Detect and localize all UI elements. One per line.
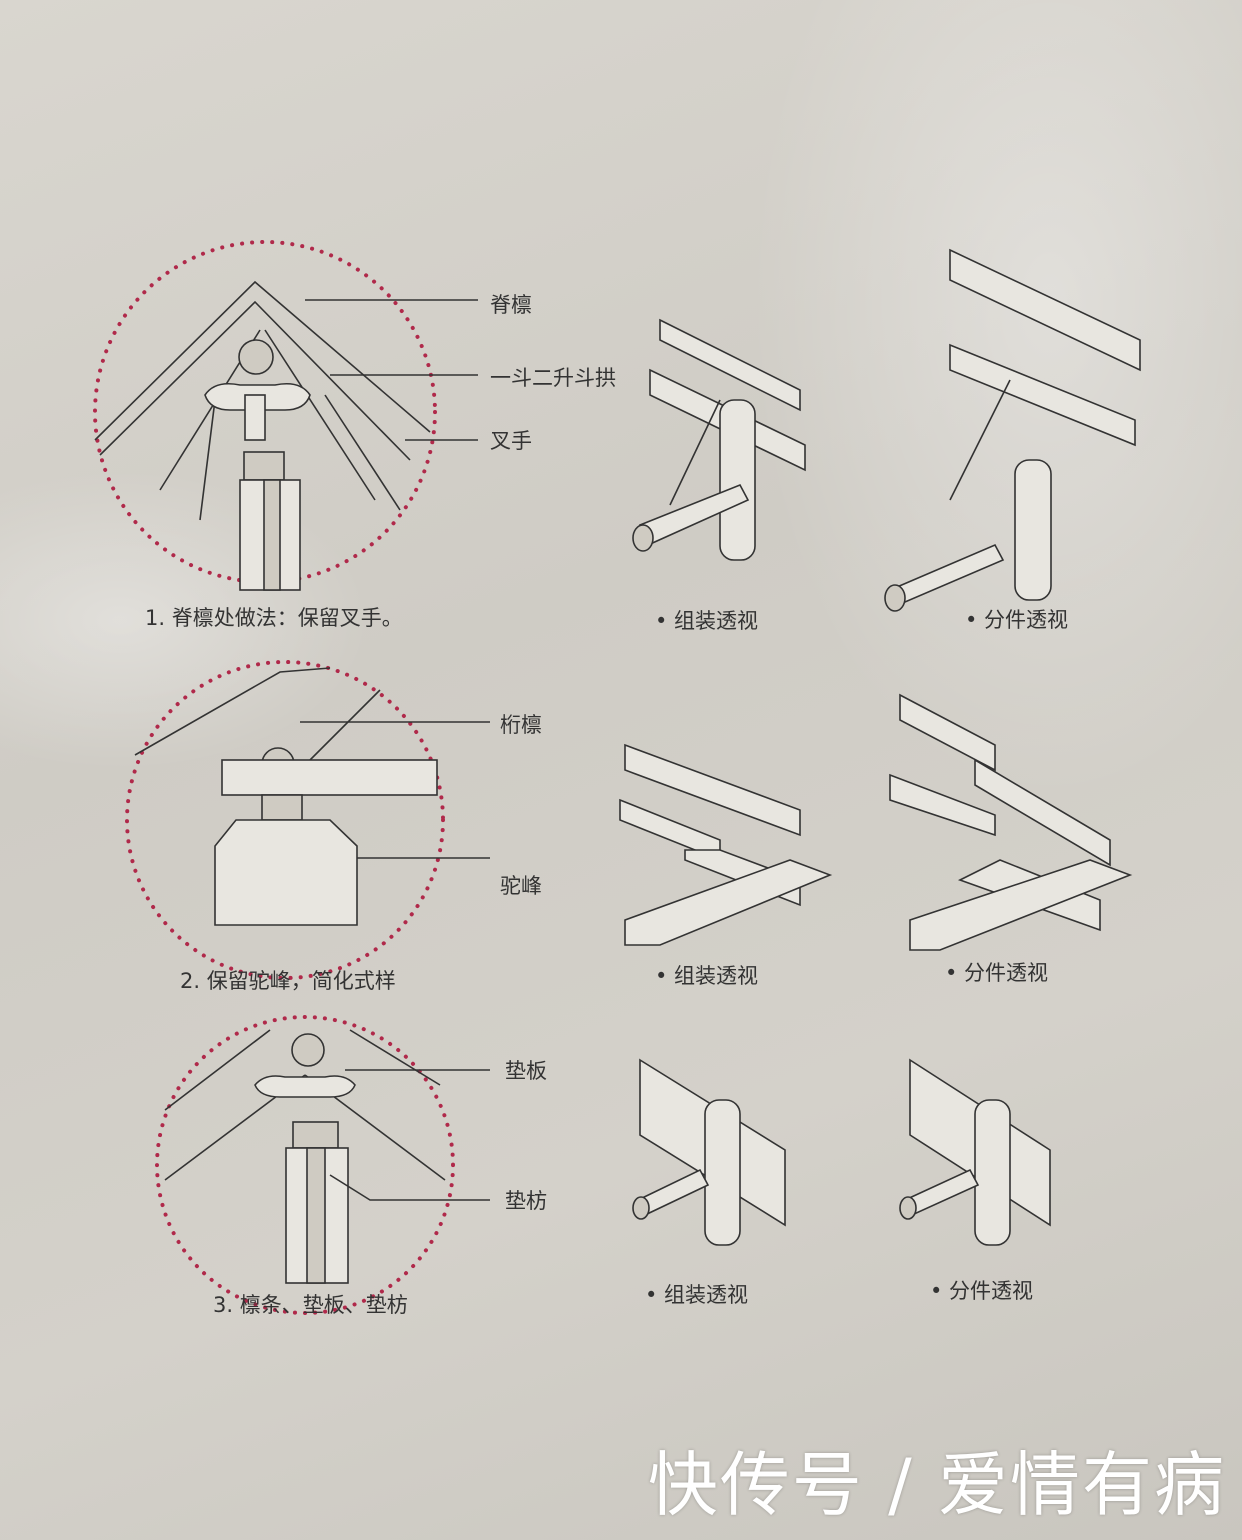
assembled-view-3: • 组装透视 [632,1058,786,1307]
label-bracket: 一斗二升斗拱 [490,366,616,390]
exploded-view-2: • 分件透视 [889,693,1133,985]
label-ridge-purlin: 脊檩 [490,293,532,317]
label-pad-board: 垫板 [505,1059,547,1083]
assembled-view-2: • 组装透视 [619,743,833,988]
king-post [263,479,281,591]
svg-text:• 分件透视: • 分件透视 [965,608,1068,632]
exploded-view-3: • 分件透视 [899,1058,1051,1303]
svg-text:• 组装透视: • 组装透视 [655,609,758,633]
caption-1: 1. 脊檩处做法：保留叉手。 [145,606,403,630]
highlight-circle [125,660,445,980]
ridge-purlin [238,339,274,375]
svg-text:• 分件透视: • 分件透视 [930,1279,1033,1303]
label-inclined-strut: 叉手 [490,429,532,453]
svg-text:• 分件透视: • 分件透视 [945,961,1048,985]
svg-text:• 组装透视: • 组装透视 [655,964,758,988]
caption-3: 3. 檩条、垫板、垫枋 [213,1293,408,1317]
highlight-circle [93,240,437,584]
detail-purlin-board-tiebeam: 垫板 垫枋 3. 檩条、垫板、垫枋 • 组装透视 • 分件透视 [155,1015,1051,1317]
tie-beam [306,1147,326,1284]
exploded-view-1: • 分件透视 [884,248,1141,632]
rafter [94,280,431,441]
label-purlin: 桁檩 [500,713,542,737]
camel-hump [214,819,358,926]
caption-2: 2. 保留驼峰，简化式样 [180,969,396,993]
highlight-circle [155,1015,455,1315]
watermark: 快传号 / 爱情有病 [647,1444,1226,1526]
detail-camel-hump: 桁檩 驼峰 2. 保留驼峰，简化式样 • 组装透视 • 分件透视 [125,660,1133,993]
detail-ridge-purlin: 脊檩 一斗二升斗拱 叉手 1. 脊檩处做法：保留叉手。 • 组装透视 • 分件透… [93,240,1141,633]
svg-text:• 组装透视: • 组装透视 [645,1283,748,1307]
label-camel-hump: 驼峰 [500,874,542,898]
label-pad-beam: 垫枋 [505,1189,547,1213]
assembled-view-1: • 组装透视 [632,318,806,633]
